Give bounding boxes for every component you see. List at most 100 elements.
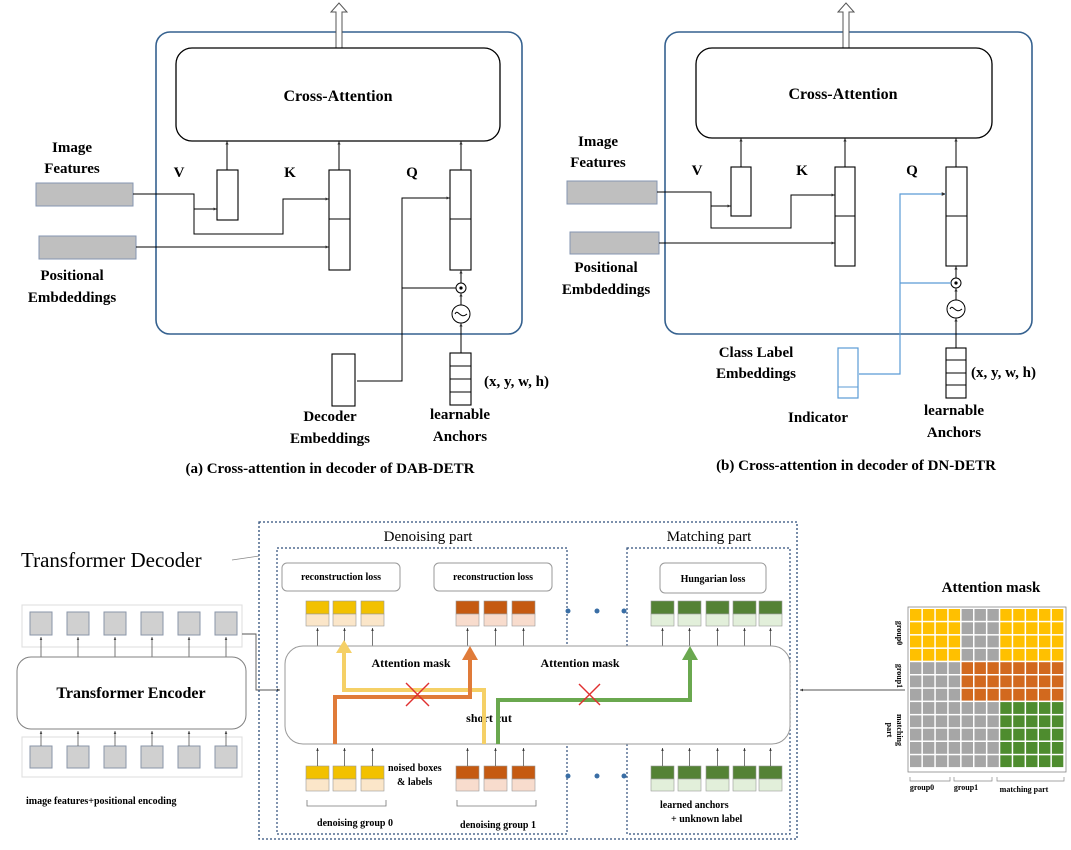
panel-b-anchors-label-2: Anchors <box>927 425 981 441</box>
panel-b-v-label: V <box>692 163 703 179</box>
mask-cell <box>910 622 922 635</box>
input-token-matching <box>677 765 702 780</box>
mask-cell <box>974 728 986 741</box>
encoder-output-token <box>140 611 164 636</box>
mask-cell <box>1013 742 1025 754</box>
mask-cell <box>910 662 922 674</box>
mask-cell <box>935 728 948 741</box>
panel-a-k-box <box>328 169 351 271</box>
reconstruction-loss-box-0 <box>281 562 401 592</box>
mask-cell <box>1051 622 1064 635</box>
mask-cell <box>987 688 999 701</box>
ellipsis-dot <box>621 773 627 779</box>
mask-cell <box>1051 635 1064 648</box>
input-token-matching <box>758 765 783 780</box>
output-token-matching <box>650 600 675 615</box>
mask-cell <box>1039 648 1051 661</box>
mask-cell <box>910 755 922 768</box>
output-token-group1-lower <box>483 613 508 627</box>
mask-row-label-group0: group0 <box>895 621 904 645</box>
panel-a-output-arrow <box>329 2 349 49</box>
mask-cell <box>935 742 948 754</box>
attention-mask-label-right: Attention mask <box>540 656 619 670</box>
input-token-group1 <box>455 765 480 780</box>
mask-cell <box>1051 688 1064 701</box>
input-token-group0 <box>360 765 385 780</box>
mask-cell <box>1051 662 1064 674</box>
noised-boxes-label: noised boxes <box>388 763 442 774</box>
mask-cell <box>935 609 948 621</box>
encoder-input-tokens-frame <box>21 736 243 778</box>
mask-cell <box>974 702 986 714</box>
encoder-output-tokens-frame <box>21 604 243 648</box>
encoder-output-token <box>214 611 238 636</box>
output-token-matching <box>732 600 757 615</box>
mask-cell <box>1039 609 1051 621</box>
output-token-matching <box>677 600 702 615</box>
mask-cell <box>974 609 986 621</box>
panel-b-output-arrow <box>836 2 856 49</box>
mask-cell <box>948 688 961 701</box>
mask-cell <box>961 635 973 648</box>
mask-row-label-group1: group1 <box>895 664 904 688</box>
mask-cell <box>1013 675 1025 688</box>
mask-cell <box>935 635 948 648</box>
output-token-group1-lower <box>455 613 480 627</box>
blocked-x-icon <box>405 682 430 707</box>
decoder-tokens <box>305 600 783 792</box>
input-token-group0 <box>332 765 357 780</box>
noised-boxes-label-2: & labels <box>397 777 432 788</box>
panel-a-q-label: Q <box>406 165 418 181</box>
mask-cell <box>1000 755 1012 768</box>
short-cut-label: short cut <box>466 711 512 725</box>
mask-cell <box>974 622 986 635</box>
output-token-group0-lower <box>360 613 385 627</box>
input-token-group0 <box>305 765 330 780</box>
mask-cell <box>987 755 999 768</box>
learned-anchors-label: learned anchors <box>660 800 729 811</box>
mask-cell <box>987 715 999 728</box>
learned-anchors-label-2: + unknown label <box>671 814 743 825</box>
panel-b-positional-bar <box>569 231 660 255</box>
mask-cell <box>961 688 973 701</box>
matching-part-label: Matching part <box>667 529 752 545</box>
mask-cell <box>1026 622 1038 635</box>
panel-a-caption: (a) Cross-attention in decoder of DAB-DE… <box>185 461 474 477</box>
mask-cell <box>935 662 948 674</box>
denoising-group-1-label: denoising group 1 <box>460 820 536 831</box>
panel-a-image-features-bar <box>35 182 134 207</box>
mask-cell <box>961 702 973 714</box>
mask-cell <box>961 728 973 741</box>
panel-b-class-label-2: Embeddings <box>716 366 796 382</box>
mask-cell <box>1026 742 1038 754</box>
panel-b-image-features-label-2: Features <box>570 155 626 171</box>
mask-cell <box>1026 728 1038 741</box>
mask-cell <box>1013 662 1025 674</box>
encoder-output-token <box>103 611 127 636</box>
mask-cell <box>1013 622 1025 635</box>
mask-cell <box>974 662 986 674</box>
output-token-matching <box>705 600 730 615</box>
panel-b-cross-attention-label: Cross-Attention <box>788 86 897 103</box>
mask-cell <box>987 609 999 621</box>
mask-cell <box>961 675 973 688</box>
output-token-matching-lower <box>677 613 702 627</box>
mask-cell <box>1013 702 1025 714</box>
output-token-group1-lower <box>511 613 536 627</box>
decoder-frame <box>258 521 798 840</box>
output-token-matching <box>758 600 783 615</box>
panel-b-indicator-box <box>837 347 859 399</box>
mask-cell <box>974 635 986 648</box>
mask-cell <box>922 675 935 688</box>
mask-cell <box>1051 648 1064 661</box>
decoder-section: Denoising part Matching part reconstruct… <box>258 521 905 840</box>
output-token-matching-lower <box>650 613 675 627</box>
mask-cell <box>1000 715 1012 728</box>
mask-cell <box>1039 662 1051 674</box>
mask-cell <box>1000 648 1012 661</box>
mask-cell <box>1039 715 1051 728</box>
panel-a-cross-attention-label: Cross-Attention <box>283 88 392 105</box>
input-token-group1-lower <box>455 778 480 792</box>
mask-cell <box>961 648 973 661</box>
